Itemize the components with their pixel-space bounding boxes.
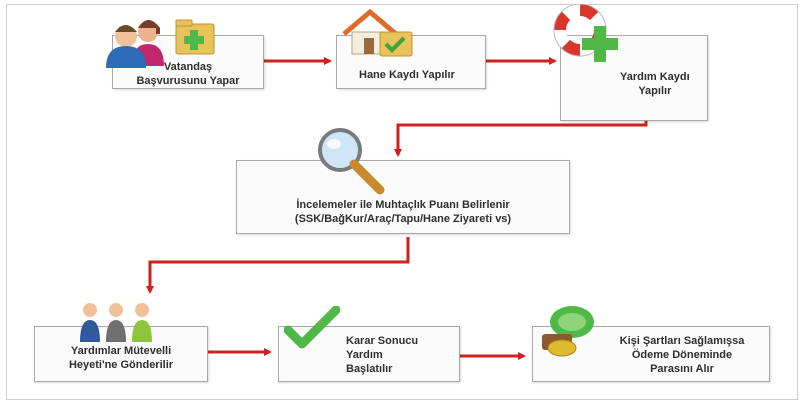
step-1-label: Vatandaş Başvurusunu Yapar [136,61,240,87]
step-sent-to-committee [34,326,208,382]
money-icon [542,306,594,357]
step-3-label: Yardım Kaydı Yapılır [620,71,690,97]
step-needs-assessment [236,160,570,234]
step-4-label: İncelemeler ile Muhtaçlık Puanı Belirlen… [294,199,512,225]
arrow-3-to-4 [394,121,648,157]
lifebuoy-plus-icon [553,4,618,62]
committee-people-icon [80,303,152,342]
citizens-folder-icon [106,19,215,68]
house-folder-icon [342,8,413,57]
step-7-label: Kişi Şartları Sağlamışsa Ödeme Döneminde… [619,335,745,375]
step-5-label: Yardımlar Mütevelli Heyeti'ne Gönderilir [68,345,174,371]
step-6-label: Karar Sonucu Yardım Başlatılır [346,335,419,375]
arrow-4-to-5 [146,237,410,294]
checkmark-icon [284,306,340,349]
step-2-label: Hane Kaydı Yapılır [359,69,455,81]
magnifier-icon [318,128,385,195]
